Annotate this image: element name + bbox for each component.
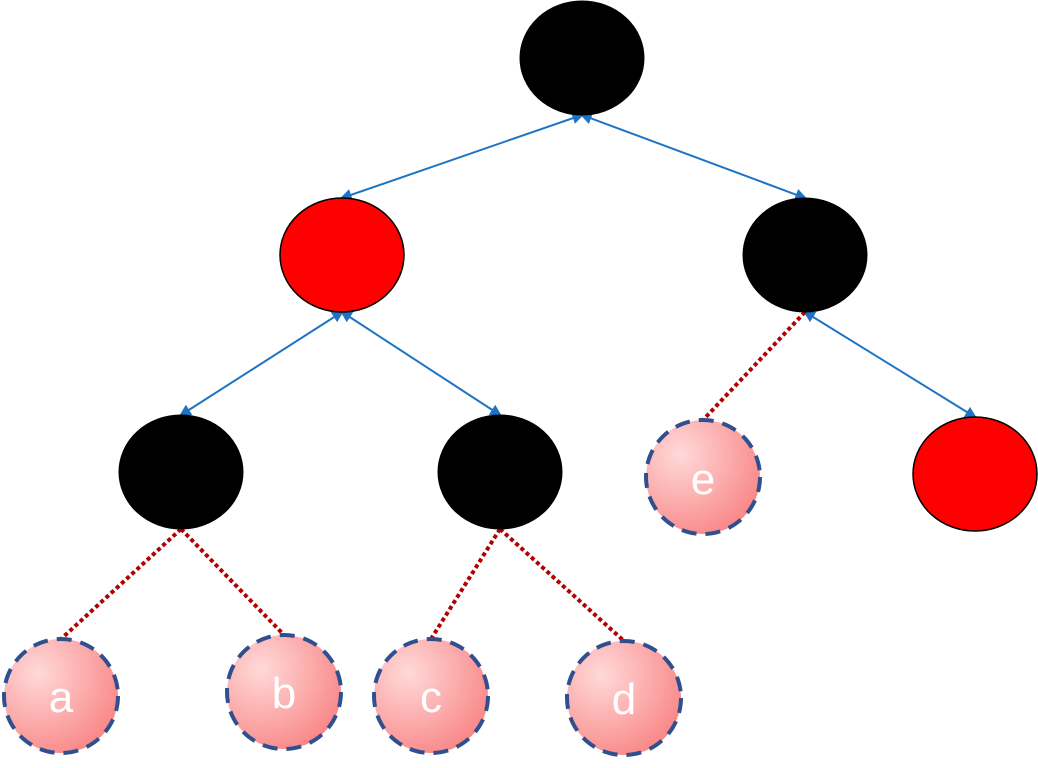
edge-n-left-right-to-leaf-d: [498, 527, 626, 643]
leaf-a-circle: [2, 637, 120, 755]
edge-n-right-to-n-right-right: [802, 310, 978, 419]
edges-layer: [59, 112, 978, 643]
leaf-b-circle: [225, 633, 343, 751]
node-root: [519, 0, 645, 116]
leaf-c: c: [372, 637, 490, 755]
edge-n-left-right-to-leaf-c: [429, 527, 502, 641]
leaf-c-label: c: [420, 673, 442, 722]
node-left: [279, 197, 405, 313]
leaf-a: a: [2, 637, 120, 755]
node-right: [742, 197, 868, 313]
leaf-d: d: [565, 639, 683, 757]
node-left-right: [437, 414, 563, 530]
leaf-d-label: d: [612, 675, 636, 724]
edge-n-left-left-to-leaf-b: [179, 527, 286, 637]
leaf-e-label: e: [691, 455, 715, 504]
edge-n-left-to-n-left-left: [178, 310, 345, 417]
edge-n-right-to-leaf-e: [701, 310, 807, 422]
edge-n-left-left-to-leaf-a: [59, 527, 183, 641]
node-right-right: [912, 416, 1038, 532]
leaf-c-circle: [372, 637, 490, 755]
edge-root-to-n-right: [579, 112, 808, 201]
leaf-a-label: a: [49, 673, 74, 722]
leaves-layer: a b c d e: [2, 418, 762, 757]
leaf-e-circle: [644, 418, 762, 536]
node-left-left: [118, 414, 244, 530]
edge-root-to-n-left: [339, 112, 585, 201]
edge-n-left-to-n-left-right: [339, 310, 503, 417]
leaf-b: b: [225, 633, 343, 751]
nodes-layer: [118, 0, 1038, 532]
leaf-b-label: b: [272, 669, 296, 718]
leaf-d-circle: [565, 639, 683, 757]
leaf-e: e: [644, 418, 762, 536]
